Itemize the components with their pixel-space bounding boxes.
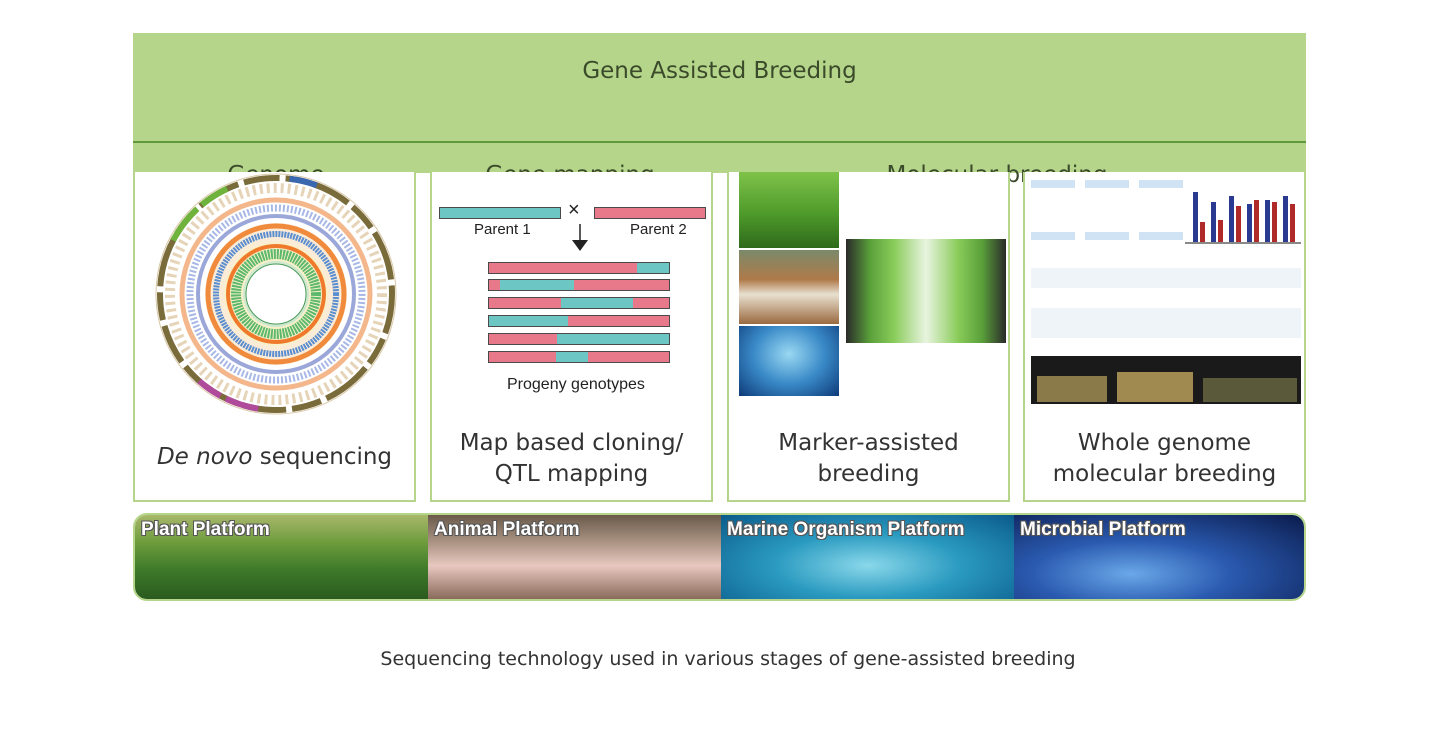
circos-plot (155, 173, 397, 415)
caption-whole-line1: Whole genome (1077, 430, 1252, 456)
caption-whole-genome: Whole genome molecular breeding (1025, 428, 1304, 490)
caption-marker-line1: Marker-assisted (778, 430, 959, 456)
panel-gene-mapping: Parent 1 × Parent 2 Progeny genotypes Ma… (430, 172, 713, 502)
caption-map-cloning-line1: Map based cloning/ (459, 430, 684, 456)
caption-de-novo-rest: sequencing (252, 444, 393, 470)
panel-marker-assisted: Marker-assisted breeding (727, 172, 1010, 502)
cross-symbol: × (568, 199, 580, 221)
marine-platform: Marine Organism Platform (721, 515, 1014, 599)
caption-map-cloning: Map based cloning/ QTL mapping (432, 428, 711, 490)
panel-genome: De novo sequencing (133, 172, 416, 502)
plant-platform: Plant Platform (135, 515, 428, 599)
caption-de-novo-italic: De novo (156, 444, 253, 470)
progeny-row (488, 351, 670, 363)
progeny-row (488, 333, 670, 345)
caption-marker-assisted: Marker-assisted breeding (729, 428, 1008, 490)
fish-photo (739, 326, 839, 396)
plant-platform-label: Plant Platform (141, 519, 270, 540)
vertical-farm-photo (846, 239, 1006, 343)
progeny-row (488, 262, 670, 274)
microbial-platform: Microbial Platform (1014, 515, 1304, 599)
animal-platform: Animal Platform (428, 515, 721, 599)
microbial-platform-label: Microbial Platform (1020, 519, 1186, 540)
platform-strip: Plant Platform Animal Platform Marine Or… (133, 513, 1306, 601)
cattle-photo (739, 250, 839, 324)
figure-caption: Sequencing technology used in various st… (380, 648, 1076, 670)
parent2-label: Parent 2 (630, 221, 687, 238)
parent1-bar (439, 207, 561, 219)
progeny-row (488, 297, 670, 309)
title-banner: Gene Assisted Breeding Genome Gene mappi… (133, 33, 1306, 188)
arrow-down-icon (572, 224, 588, 251)
caption-marker-line2: breeding (817, 461, 920, 487)
panel-whole-genome: Whole genome molecular breeding (1023, 172, 1306, 502)
main-title: Gene Assisted Breeding (582, 58, 857, 84)
progeny-label: Progeny genotypes (507, 376, 645, 393)
caption-de-novo: De novo sequencing (135, 442, 414, 473)
banner-divider (133, 141, 1306, 143)
parent2-bar (594, 207, 706, 219)
wheat-photo (739, 172, 839, 248)
marine-platform-label: Marine Organism Platform (727, 519, 965, 540)
animal-platform-label: Animal Platform (434, 519, 580, 540)
breeding-workflow-figure (1027, 172, 1304, 420)
progeny-row (488, 315, 670, 327)
caption-map-cloning-line2: QTL mapping (494, 461, 649, 487)
caption-whole-line2: molecular breeding (1052, 461, 1277, 487)
progeny-row (488, 279, 670, 291)
parent1-label: Parent 1 (474, 221, 531, 238)
